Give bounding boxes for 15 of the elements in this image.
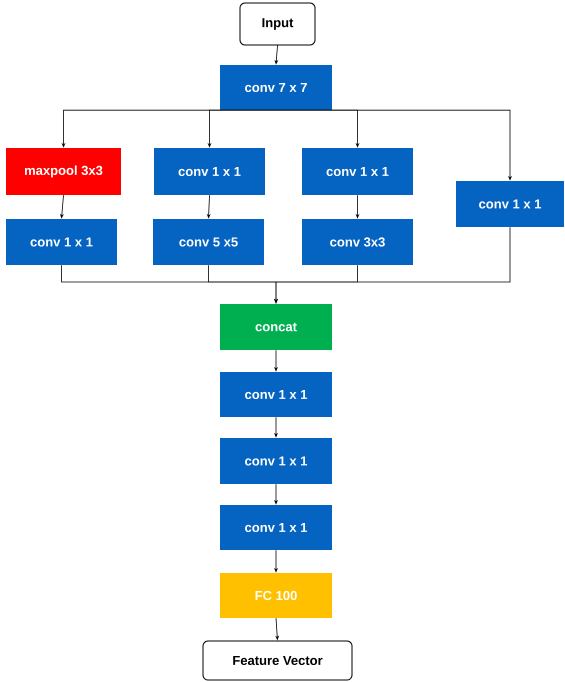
layer-box: conv 5 x5 xyxy=(153,219,264,265)
pooling-box: maxpool 3x3 xyxy=(6,148,121,195)
layer-box: conv 1 x 1 xyxy=(220,505,332,550)
layer-box: conv 1 x 1 xyxy=(456,181,564,227)
layer-box: conv 1 x 1 xyxy=(154,148,265,195)
terminal-box: Input xyxy=(240,2,316,46)
layer-box: conv 1 x 1 xyxy=(6,219,117,265)
layer-box: conv 1 x 1 xyxy=(220,372,332,417)
concat-box: concat xyxy=(220,304,332,350)
layer-box: conv 3x3 xyxy=(302,219,413,265)
dense-layer-box: FC 100 xyxy=(220,573,332,618)
layer-box: conv 1 x 1 xyxy=(220,438,332,484)
layer-box: conv 7 x 7 xyxy=(220,65,332,110)
terminal-box: Feature Vector xyxy=(202,640,352,680)
layer-box: conv 1 x 1 xyxy=(302,148,413,195)
